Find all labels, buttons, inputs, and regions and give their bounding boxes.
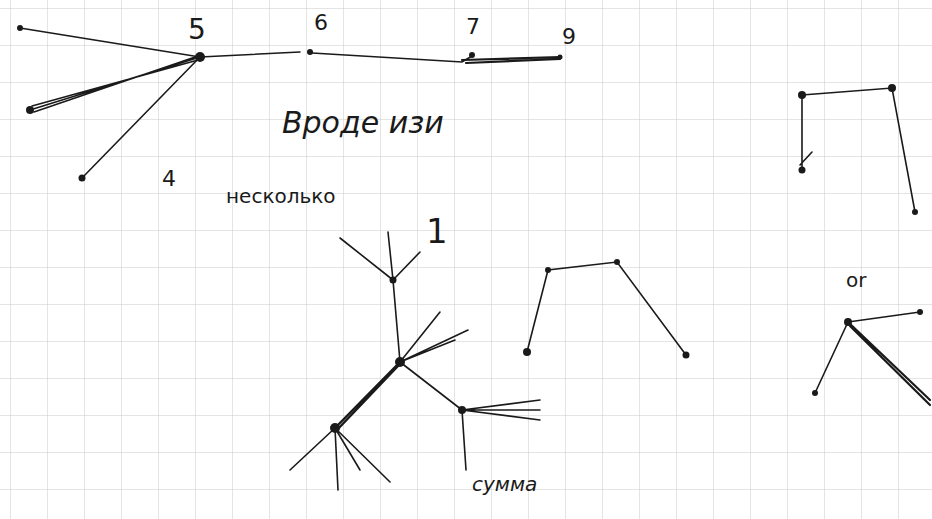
handwritten-label: or bbox=[846, 270, 866, 290]
handwritten-label: 1 bbox=[426, 214, 448, 248]
pen-strokes bbox=[20, 28, 930, 490]
handwritten-label: 5 bbox=[188, 16, 206, 44]
vertex-dots bbox=[17, 25, 923, 433]
handwritten-label: 7 bbox=[466, 16, 480, 38]
handwritten-label: несколько bbox=[226, 186, 336, 206]
handwritten-label: Вроде изи bbox=[282, 108, 444, 138]
handwritten-label: 6 bbox=[314, 12, 328, 34]
handwritten-label: сумма bbox=[472, 474, 537, 494]
handwritten-label: 9 bbox=[562, 26, 576, 48]
handwritten-label: 4 bbox=[162, 168, 176, 190]
